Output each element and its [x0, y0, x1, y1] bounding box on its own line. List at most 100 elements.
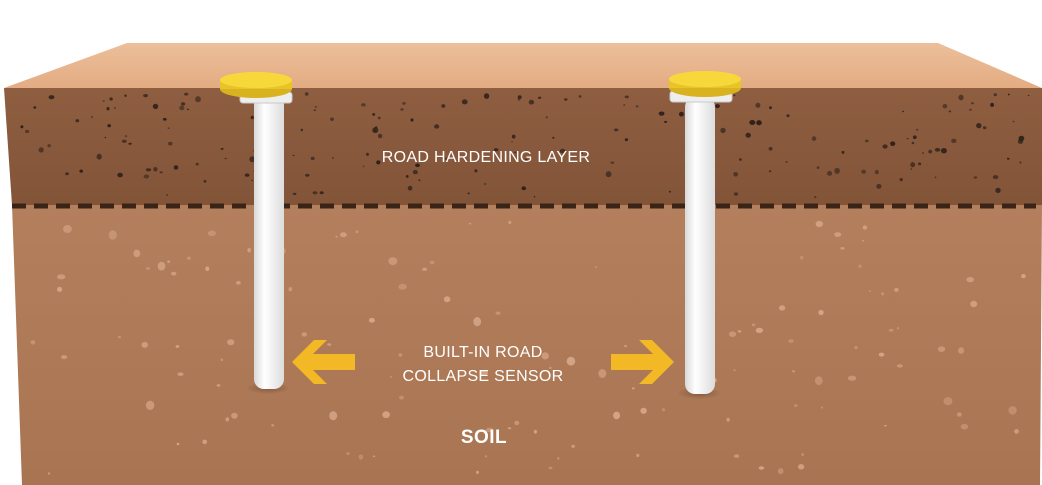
soil-speck	[108, 230, 117, 240]
soil-speck	[598, 369, 607, 378]
soil-speck	[145, 400, 155, 410]
gravel-speck	[106, 107, 110, 111]
gravel-speck	[733, 94, 736, 97]
gravel-speck	[623, 104, 626, 106]
soil-speck	[186, 256, 191, 260]
soil-speck	[329, 411, 338, 421]
gravel-speck	[552, 136, 555, 139]
soil-speck	[30, 340, 36, 345]
gravel-speck	[624, 95, 629, 99]
gravel-speck	[614, 128, 619, 132]
soil-speck	[884, 424, 887, 427]
soil-speck	[145, 267, 151, 270]
soil-speck	[372, 455, 376, 458]
arrow-left-icon	[292, 340, 355, 384]
soil-speck	[970, 300, 978, 308]
soil-speck	[1008, 406, 1017, 415]
soil-speck	[636, 453, 640, 457]
gravel-speck	[377, 133, 383, 139]
gravel-speck	[635, 105, 639, 108]
soil-speck	[514, 420, 520, 426]
soil-speck	[509, 369, 512, 371]
gravel-speck	[159, 171, 163, 174]
soil-speck	[389, 375, 393, 378]
soil-speck	[937, 346, 946, 352]
gravel-speck	[733, 172, 739, 177]
soil-speck	[167, 260, 171, 263]
gravel-speck	[314, 106, 317, 108]
gravel-speck	[969, 108, 972, 111]
gravel-speck	[474, 169, 478, 173]
gravel-speck	[153, 167, 158, 172]
gravel-speck	[578, 95, 582, 98]
soil-speck	[613, 411, 621, 420]
soil-speck	[571, 444, 575, 448]
gravel-speck	[143, 94, 149, 98]
soil-speck	[557, 457, 560, 460]
gravel-speck	[114, 107, 116, 109]
gravel-speck	[958, 94, 964, 101]
gravel-speck	[33, 106, 37, 109]
gravel-speck	[405, 175, 409, 179]
gravel-speck	[1018, 135, 1025, 141]
soil-speck	[202, 439, 207, 445]
soil-speck	[797, 464, 805, 470]
soil-speck	[858, 264, 862, 268]
gravel-speck	[121, 139, 127, 143]
soil-speck	[868, 290, 872, 293]
gravel-speck	[915, 128, 919, 131]
soil-speck	[661, 408, 666, 412]
gravel-speck	[410, 118, 414, 122]
gravel-speck	[755, 102, 761, 108]
gravel-speck	[992, 175, 999, 180]
arrow-right-icon	[611, 340, 674, 384]
soil-speck	[443, 296, 451, 303]
soil-speck	[57, 274, 66, 280]
gravel-speck	[162, 117, 167, 121]
soil-speck	[469, 222, 472, 225]
gravel-speck	[993, 93, 997, 97]
soil-speck	[382, 411, 390, 419]
soil-speck	[225, 417, 230, 422]
gravel-speck	[951, 138, 957, 143]
gravel-speck	[976, 123, 982, 129]
soil-speck	[966, 277, 974, 283]
soil-speck	[479, 370, 489, 376]
soil-speck	[814, 376, 823, 386]
gravel-speck	[415, 163, 420, 168]
gravel-speck	[785, 161, 788, 163]
soil-speck	[335, 235, 338, 238]
gravel-speck	[305, 173, 310, 177]
gravel-speck	[1012, 120, 1015, 123]
gravel-speck	[124, 94, 127, 97]
soil-speck	[888, 328, 894, 332]
block-top-face	[4, 43, 1042, 88]
soil-speck	[541, 352, 549, 360]
gravel-speck	[564, 98, 568, 101]
soil-speck	[429, 260, 435, 265]
gravel-speck	[827, 171, 833, 176]
gravel-speck	[102, 100, 105, 102]
gravel-speck	[377, 116, 381, 120]
soil-speck	[473, 317, 482, 327]
gravel-speck	[319, 191, 324, 195]
soil-speck	[733, 454, 740, 458]
soil-speck	[157, 261, 166, 271]
gravel-speck	[445, 157, 448, 160]
soil-speck	[1014, 429, 1019, 434]
soil-speck	[507, 427, 512, 430]
gravel-speck	[580, 152, 584, 154]
gravel-speck	[412, 170, 418, 175]
gravel-speck	[533, 196, 536, 198]
gravel-speck	[720, 127, 726, 134]
gravel-speck	[768, 147, 773, 151]
gravel-speck	[934, 176, 937, 179]
soil-speck	[355, 230, 359, 234]
soil-speck	[176, 442, 180, 446]
gravel-speck	[244, 173, 250, 177]
gravel-speck	[834, 167, 840, 174]
gravel-speck	[902, 110, 904, 113]
soil-speck	[398, 353, 403, 357]
gravel-speck	[332, 157, 334, 159]
soil-speck	[177, 372, 184, 377]
